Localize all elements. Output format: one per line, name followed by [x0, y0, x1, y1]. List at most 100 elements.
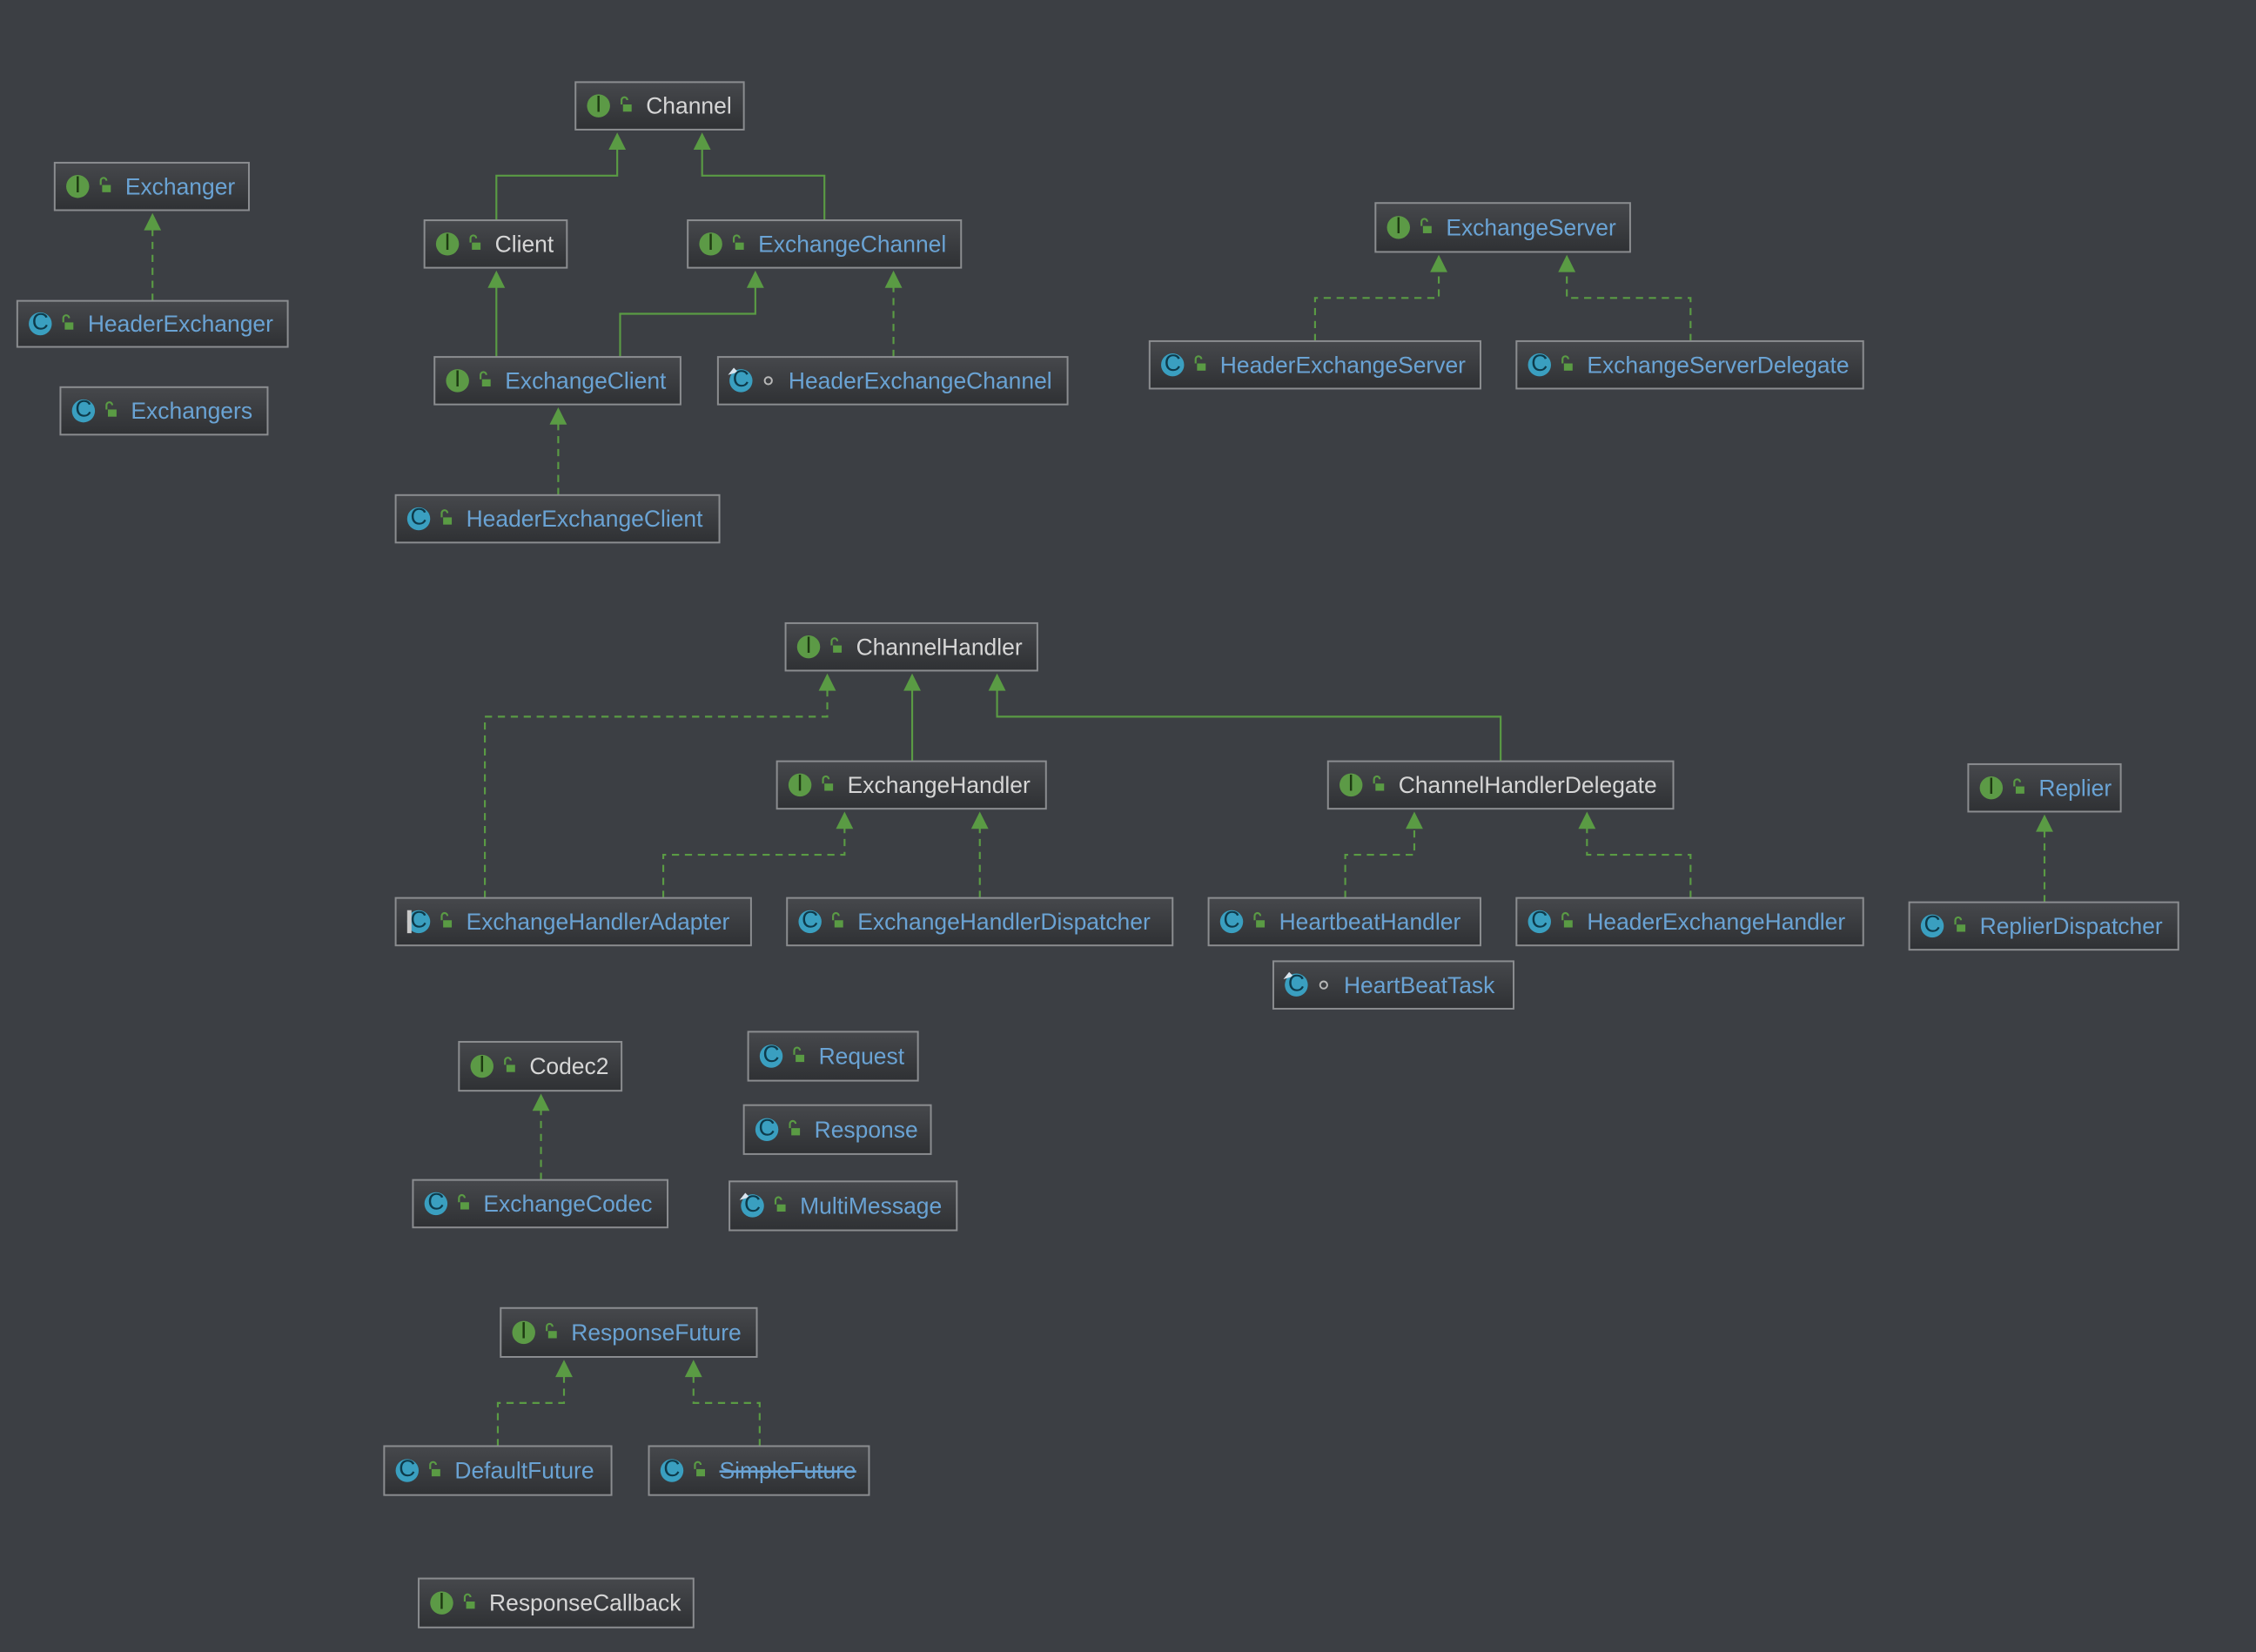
node-label: Request	[819, 1044, 905, 1070]
node-box[interactable]	[784, 621, 1038, 672]
arrowhead-icon	[555, 1360, 573, 1378]
node-label: ChannelHandlerDelegate	[1399, 772, 1657, 798]
public-lock-icon	[1253, 912, 1266, 928]
class-icon: C	[395, 1455, 420, 1482]
node-label: ExchangeCodec	[483, 1191, 652, 1217]
node-box[interactable]	[16, 299, 289, 348]
interface-icon: I	[435, 229, 460, 256]
edge-exchange-server-delegate-to-exchange-server	[1558, 254, 1692, 341]
node-box[interactable]	[383, 1445, 613, 1496]
node-label: HeartbeatHandler	[1279, 909, 1461, 935]
svg-text:C: C	[1924, 911, 1941, 937]
arrowhead-icon	[532, 1093, 550, 1111]
public-lock-icon	[832, 912, 843, 928]
node-label: HeaderExchangeChannel	[789, 367, 1052, 393]
class-icon: C	[1528, 907, 1551, 934]
node-box[interactable]	[500, 1306, 758, 1358]
node-box[interactable]	[433, 356, 682, 406]
svg-text:I: I	[1348, 770, 1354, 796]
arrowhead-icon	[970, 811, 989, 829]
node-box[interactable]	[1515, 339, 1864, 390]
arrowhead-icon	[2036, 814, 2053, 832]
node-box[interactable]	[394, 494, 721, 544]
class-icon: C	[1283, 970, 1308, 997]
node-box[interactable]	[786, 897, 1174, 947]
node-box[interactable]	[1272, 960, 1515, 1010]
node-box[interactable]	[418, 1577, 695, 1628]
node-heartbeat-handler[interactable]: C HeartbeatHandler	[1207, 897, 1481, 947]
node-box[interactable]	[776, 760, 1047, 810]
node-exchange-codec[interactable]: C ExchangeCodec	[412, 1179, 669, 1229]
node-box[interactable]	[1326, 760, 1675, 810]
public-lock-icon	[1420, 218, 1432, 233]
svg-text:I: I	[520, 1317, 527, 1343]
svg-text:I: I	[1395, 212, 1401, 238]
class-icon: C	[1528, 350, 1551, 377]
node-box[interactable]	[1374, 202, 1631, 253]
node-box[interactable]	[1908, 901, 2179, 951]
node-label: Response	[815, 1117, 918, 1143]
node-box[interactable]	[687, 219, 963, 269]
svg-text:C: C	[802, 907, 818, 933]
public-lock-icon	[458, 1194, 469, 1210]
node-box[interactable]	[648, 1445, 870, 1496]
implements-line	[1313, 269, 1440, 341]
node-box[interactable]	[1515, 897, 1864, 947]
node-box[interactable]	[1207, 897, 1481, 947]
svg-text:I: I	[479, 1051, 485, 1078]
public-lock-icon	[732, 234, 744, 250]
arrowhead-icon	[549, 406, 567, 425]
svg-text:C: C	[32, 309, 49, 335]
public-lock-icon	[105, 401, 117, 417]
node-box[interactable]	[412, 1179, 669, 1229]
node-box[interactable]	[716, 356, 1069, 406]
node-box[interactable]	[394, 897, 752, 947]
public-lock-icon	[1373, 775, 1385, 791]
node-label: HeaderExchangeClient	[467, 506, 704, 532]
implements-line	[484, 688, 829, 898]
node-label: ExchangeClient	[505, 367, 667, 393]
svg-text:C: C	[427, 1189, 444, 1215]
node-box[interactable]	[728, 1180, 958, 1232]
svg-text:I: I	[75, 171, 81, 198]
interface-icon: I	[470, 1051, 494, 1078]
node-label: ChannelHandler	[856, 634, 1023, 660]
interface-icon: I	[512, 1317, 535, 1345]
svg-text:C: C	[1223, 907, 1239, 933]
public-lock-icon	[774, 1196, 786, 1212]
class-icon: C	[71, 396, 96, 423]
extends-line	[495, 146, 619, 221]
node-box[interactable]	[458, 1040, 623, 1092]
node-channel-handler-delegate[interactable]: I ChannelHandlerDelegate	[1326, 760, 1675, 810]
class-icon: C	[406, 907, 431, 934]
